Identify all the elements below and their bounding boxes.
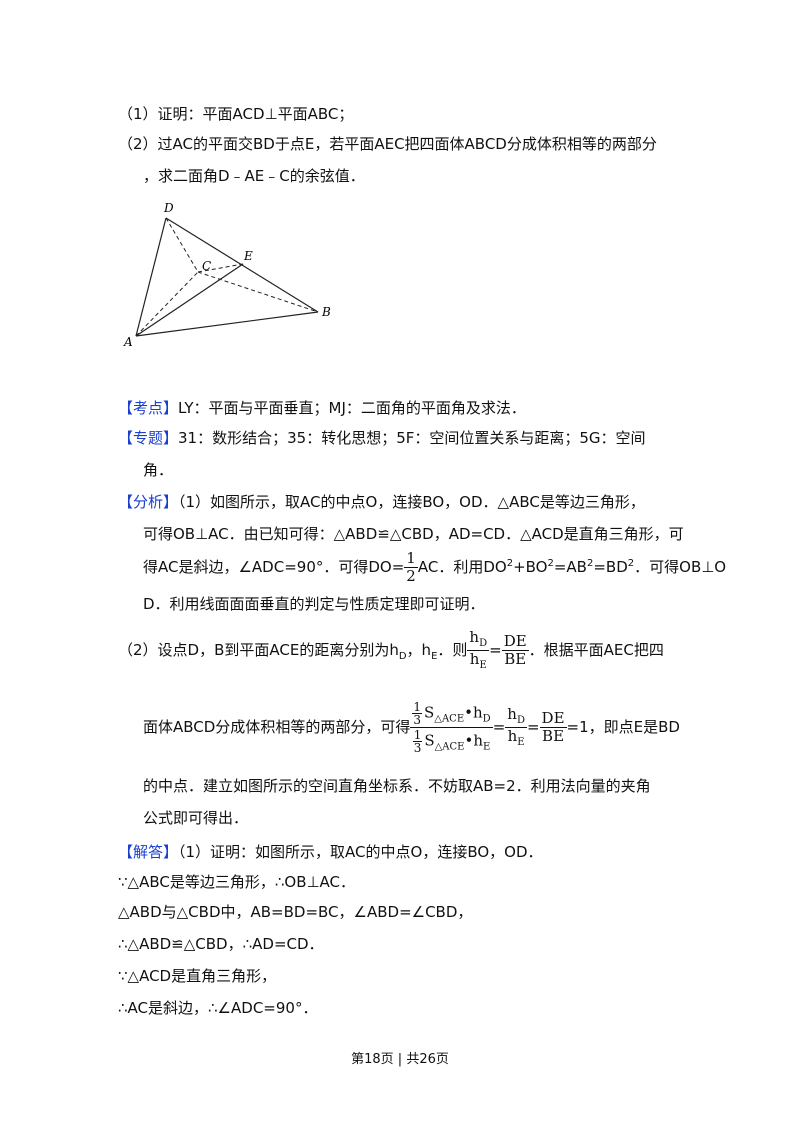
- jieda-tag: 【解答】: [118, 843, 179, 861]
- jieda-line-4: ∴△ABD≌△CBD，∴AD=CD．: [118, 935, 324, 953]
- equals-2: =: [492, 718, 506, 736]
- page-footer: 第18页 | 共26页: [0, 1048, 800, 1067]
- fenxi-text-1: （1）如图所示，取AC的中点O，连接BO，OD．△ABC是等边三角形，: [178, 493, 645, 511]
- label-e: E: [243, 249, 253, 263]
- fenxi-text-3d: =AB: [553, 558, 587, 576]
- be-denominator: BE: [504, 650, 527, 668]
- jieda-line-3: △ABD与△CBD中，AB=BD=BC，∠ABD=∠CBD，: [118, 903, 473, 921]
- sub-e: E: [431, 651, 438, 662]
- jieda-line-1: 【解答】（1）证明：如图所示，取AC的中点O，连接BO，OD．: [118, 842, 543, 862]
- fenxi-p3-text-b: =1，即点E是BD: [566, 718, 680, 736]
- fenxi-p2-text-b: ，h: [406, 641, 432, 659]
- edge-ae: [135, 263, 244, 337]
- jieda-line-6: ∴AC是斜边，∴∠ADC=90°．: [118, 999, 318, 1017]
- fenxi-p2-text-c: ．则: [437, 641, 468, 659]
- edge-da: [135, 217, 167, 337]
- jieda-text-1: （1）证明：如图所示，取AC的中点O，连接BO，OD．: [178, 843, 543, 861]
- edge-ab: [135, 311, 319, 337]
- square-sup-2: 2: [547, 558, 554, 569]
- zhuanti-text-1: 31：数形结合；35：转化思想；5F：空间位置关系与距离；5G：空间: [178, 429, 646, 447]
- equals-1: =: [489, 641, 502, 659]
- sub-d-2: D: [479, 638, 488, 649]
- footer-separator: |: [397, 1052, 403, 1067]
- h-letter-2: h: [469, 650, 480, 668]
- fraction-numerator: 1: [404, 549, 418, 568]
- sub-e-2: E: [479, 660, 487, 671]
- square-sup-3: 2: [586, 558, 594, 569]
- label-d: D: [163, 201, 174, 215]
- fenxi-text-3b: AC．利用DO: [417, 558, 507, 576]
- fenxi-line-1: 【分析】（1）如图所示，取AC的中点O，连接BO，OD．△ABC是等边三角形，: [118, 492, 645, 512]
- fenxi-text-3a: 得AC是斜边，∠ADC=90°．可得DO=: [143, 558, 405, 576]
- zhuanti-section: 【专题】31：数形结合；35：转化思想；5F：空间位置关系与距离；5G：空间: [118, 428, 646, 448]
- fenxi-part-2-line-3: 的中点．建立如图所示的空间直角坐标系．不妨取AB=2．利用法向量的夹角: [143, 777, 651, 795]
- edge-ac: [135, 271, 199, 337]
- page-number: 第18页: [351, 1052, 394, 1067]
- fenxi-p2-text-d: ．根据平面AEC把四: [528, 641, 664, 659]
- de-numerator: DE: [501, 632, 529, 651]
- square-sup-1: 2: [506, 558, 514, 569]
- fenxi-tag: 【分析】: [118, 493, 179, 511]
- question-part-2-line-2: ，求二面角D﹣AE﹣C的余弦值．: [143, 167, 365, 185]
- fenxi-line-2: 可得OB⊥AC．由已知可得：△ABD≌△CBD，AD=CD．△ACD是直角三角形…: [143, 525, 684, 543]
- kaodian-text: LY：平面与平面垂直；MJ：二面角的平面角及求法．: [178, 399, 526, 417]
- edge-cb: [197, 271, 319, 313]
- fenxi-part-2-line-4: 公式即可得出．: [143, 809, 249, 827]
- sub-d: D: [398, 651, 407, 662]
- zhuanti-tag: 【专题】: [118, 429, 179, 447]
- question-part-1: （1）证明：平面ACD⊥平面ABC；: [118, 105, 354, 123]
- jieda-line-5: ∵△ACD是直角三角形，: [118, 967, 277, 985]
- zhuanti-text-2: 角．: [143, 461, 174, 479]
- jieda-line-2: ∵△ABC是等边三角形，∴OB⊥AC．: [118, 873, 356, 891]
- fenxi-p2-text-a: （2）设点D，B到平面ACE的距离分别为h: [118, 641, 399, 659]
- tetrahedron-figure: D C E B A: [123, 201, 331, 348]
- h-letter: h: [469, 628, 480, 646]
- edge-dc: [165, 217, 199, 273]
- label-c: C: [202, 259, 211, 273]
- fenxi-text-3f: ．可得OB⊥O: [634, 558, 727, 576]
- question-part-2-line-1: （2）过AC的平面交BD于点E，若平面AEC把四面体ABCD分成体积相等的两部分: [118, 135, 657, 153]
- fenxi-text-3c: +BO: [513, 558, 548, 576]
- fenxi-p3-text-a: 面体ABCD分成体积相等的两部分，可得: [143, 718, 411, 736]
- kaodian-section: 【考点】LY：平面与平面垂直；MJ：二面角的平面角及求法．: [118, 398, 526, 418]
- equals-3: =: [526, 718, 540, 736]
- fenxi-text-3e: =BD: [593, 558, 628, 576]
- label-a: A: [123, 335, 133, 348]
- square-sup-4: 2: [627, 558, 635, 569]
- kaodian-tag: 【考点】: [118, 399, 179, 417]
- label-b: B: [321, 305, 331, 319]
- total-pages: 共26页: [406, 1052, 449, 1067]
- fraction-denominator: 2: [406, 567, 416, 585]
- fenxi-line-4: D．利用线面面面垂直的判定与性质定理即可证明．: [143, 595, 485, 613]
- edge-ce: [197, 263, 244, 273]
